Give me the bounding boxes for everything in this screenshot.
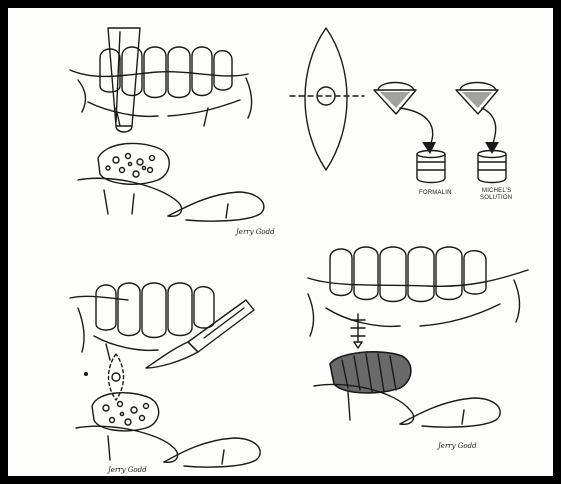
formalin-label: FORMALIN	[419, 190, 452, 196]
panel-punch-biopsy: Jerry Godd	[70, 28, 275, 236]
artist-signature: Jerry Godd	[234, 228, 275, 236]
biopsy-punch-icon	[108, 28, 140, 132]
specimen-half-2	[456, 83, 498, 115]
retracting-fingers	[78, 178, 264, 221]
michels-label-line-1: MICHEL'S	[482, 188, 511, 194]
illustration-canvas: Jerry Godd	[8, 8, 553, 476]
artist-signature: Jerry Godd	[436, 442, 477, 450]
elliptical-specimen	[290, 28, 364, 170]
michels-container	[478, 151, 506, 183]
lower-teeth-row	[100, 47, 232, 98]
michels-label-line-2: SOLUTION	[480, 195, 512, 201]
arrow-to-formalin-icon	[400, 108, 433, 146]
biopsy-illustration: Jerry Godd	[8, 8, 553, 476]
arrow-to-michels-icon	[482, 108, 496, 146]
panel-sutured-site: Jerry Godd	[308, 247, 528, 450]
artist-signature: Jerry Godd	[106, 466, 147, 474]
formalin-container	[417, 151, 445, 183]
retracting-fingers	[314, 384, 500, 427]
lower-teeth-row	[330, 247, 486, 302]
oral-lesion	[92, 393, 159, 431]
arrowhead-icon	[422, 142, 436, 154]
oral-lesion	[330, 352, 411, 393]
panel-scalpel-excision: Jerry Godd	[70, 283, 260, 474]
scalpel-icon	[146, 300, 254, 368]
arrowhead-icon	[485, 142, 499, 154]
sutures-icon	[351, 314, 365, 348]
retracting-fingers	[76, 426, 260, 467]
lower-teeth-row	[96, 283, 214, 338]
panel-specimen-processing: FORMALIN MICHEL'S SOLUTION	[290, 28, 512, 201]
